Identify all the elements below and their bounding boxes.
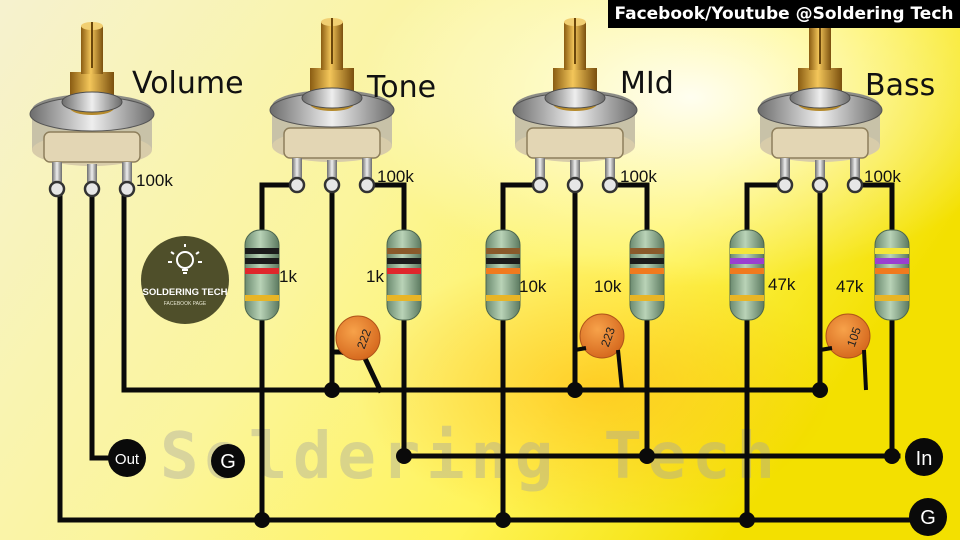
capacitor-label-222: 222 <box>354 327 374 351</box>
resistor-4-band-4 <box>630 295 664 301</box>
resistor-5-band-4 <box>730 295 764 301</box>
resistor-4-band-3 <box>630 268 664 274</box>
resistor-label-2: 1k <box>366 267 384 286</box>
out-terminal-label: Out <box>115 451 140 468</box>
resistor-label-5: 47k <box>768 275 796 294</box>
ground-terminal-left-label: G <box>220 451 236 473</box>
in-terminal: In <box>905 438 943 476</box>
resistor-4-band-1 <box>630 248 664 254</box>
soldering-tech-logo: SOLDERING TECH FACEBOOK PAGE <box>141 236 229 324</box>
pot-label-bass: Bass <box>865 68 935 103</box>
resistor-3-band-3 <box>486 268 520 274</box>
resistor-2-band-2 <box>387 258 421 264</box>
capacitor-105: 105 <box>825 313 871 359</box>
resistor-2-band-1 <box>387 248 421 254</box>
out-terminal: Out <box>108 439 146 477</box>
resistor-label-1: 1k <box>279 267 297 286</box>
pot-value-volume: 100k <box>136 171 173 190</box>
capacitor-223: 223 <box>579 313 625 359</box>
resistor-5-band-1 <box>730 248 764 254</box>
potentiometers <box>29 18 883 198</box>
pot-label-mid: MId <box>620 66 674 101</box>
resistor-6-band-1 <box>875 248 909 254</box>
pot-value-bass: 100k <box>864 167 901 186</box>
resistor-6 <box>874 229 910 321</box>
potentiometer-mid <box>512 18 638 194</box>
capacitor-222: 222 <box>335 315 381 361</box>
resistor-3 <box>485 229 521 321</box>
pot-label-tone: Tone <box>366 70 436 105</box>
resistor-1-band-1 <box>245 248 279 254</box>
pot-label-volume: Volume <box>132 66 244 101</box>
in-terminal-label: In <box>916 448 933 470</box>
resistor-2 <box>386 229 422 321</box>
logo-name: SOLDERING TECH <box>143 287 228 298</box>
resistor-6-band-2 <box>875 258 909 264</box>
resistor-1 <box>244 229 280 321</box>
ground-terminal-right-label: G <box>920 507 936 529</box>
resistor-1-band-2 <box>245 258 279 264</box>
resistor-6-band-3 <box>875 268 909 274</box>
resistor-5-band-2 <box>730 258 764 264</box>
capacitor-label-223: 223 <box>598 325 618 349</box>
potentiometer-tone <box>269 18 395 194</box>
resistor-3-band-4 <box>486 295 520 301</box>
resistor-label-6: 47k <box>836 277 864 296</box>
resistor-4-band-2 <box>630 258 664 264</box>
resistor-6-band-4 <box>875 295 909 301</box>
resistor-1-band-4 <box>245 295 279 301</box>
junction-dots <box>254 382 900 528</box>
ground-terminal-right: G <box>909 498 947 536</box>
resistor-3-band-1 <box>486 248 520 254</box>
potentiometer-volume <box>29 22 155 198</box>
resistor-2-band-4 <box>387 295 421 301</box>
logo-subtitle: FACEBOOK PAGE <box>164 301 207 307</box>
capacitor-label-105: 105 <box>844 325 864 349</box>
resistor-label-3: 10k <box>519 277 547 296</box>
lightbulb-icon <box>168 244 202 274</box>
resistor-5 <box>729 229 765 321</box>
resistor-2-band-3 <box>387 268 421 274</box>
resistor-label-4: 10k <box>594 277 622 296</box>
resistor-3-band-2 <box>486 258 520 264</box>
resistor-1-band-3 <box>245 268 279 274</box>
resistors <box>244 229 910 321</box>
channel-banner: Facebook/Youtube @Soldering Tech <box>608 0 960 28</box>
pot-value-tone: 100k <box>377 167 414 186</box>
pot-value-mid: 100k <box>620 167 657 186</box>
ground-terminal-left: G <box>211 444 245 478</box>
resistor-4 <box>629 229 665 321</box>
resistor-5-band-3 <box>730 268 764 274</box>
potentiometer-bass <box>757 18 883 194</box>
